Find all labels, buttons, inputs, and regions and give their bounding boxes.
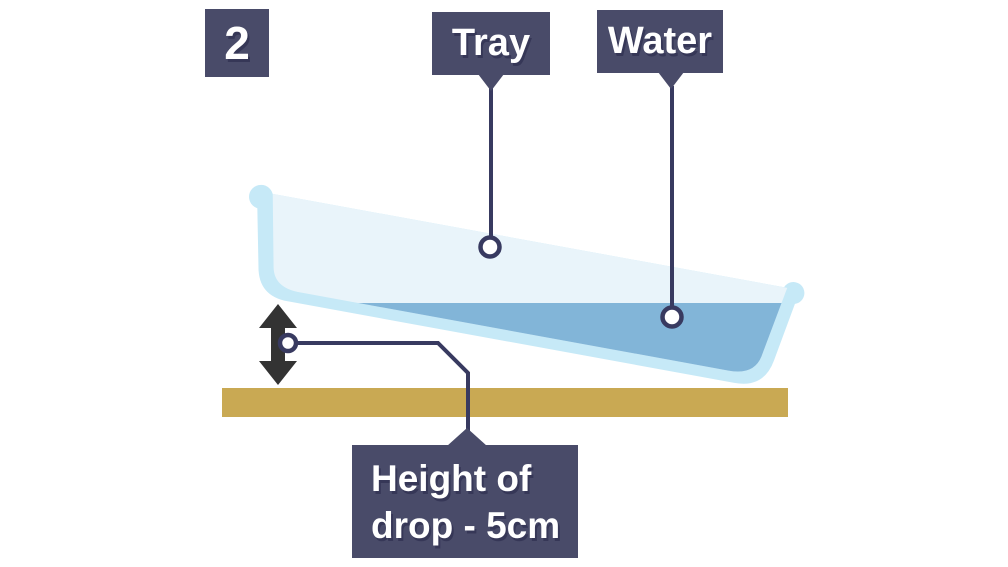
tray-marker-circle	[478, 235, 502, 259]
tray-label: Tray	[451, 22, 531, 64]
water-label-bubble: Water	[597, 10, 723, 89]
step-badge: 2	[205, 9, 269, 77]
step-badge-label: 2	[224, 17, 250, 69]
height-label-line1: Height of	[371, 457, 532, 499]
water-label: Water	[607, 20, 713, 62]
height-label-bubble: Height of drop - 5cm	[352, 428, 578, 558]
height-callout-line	[288, 341, 470, 431]
water-marker-circle	[660, 305, 684, 329]
tray-bubble-pointer	[478, 74, 504, 91]
tray-label-bubble: Tray	[432, 12, 550, 91]
height-bubble-pointer	[447, 428, 487, 446]
water-bubble-pointer	[658, 72, 684, 89]
height-marker-circle	[277, 332, 299, 354]
height-label-line2: drop - 5cm	[371, 504, 561, 546]
table-surface	[222, 388, 788, 417]
